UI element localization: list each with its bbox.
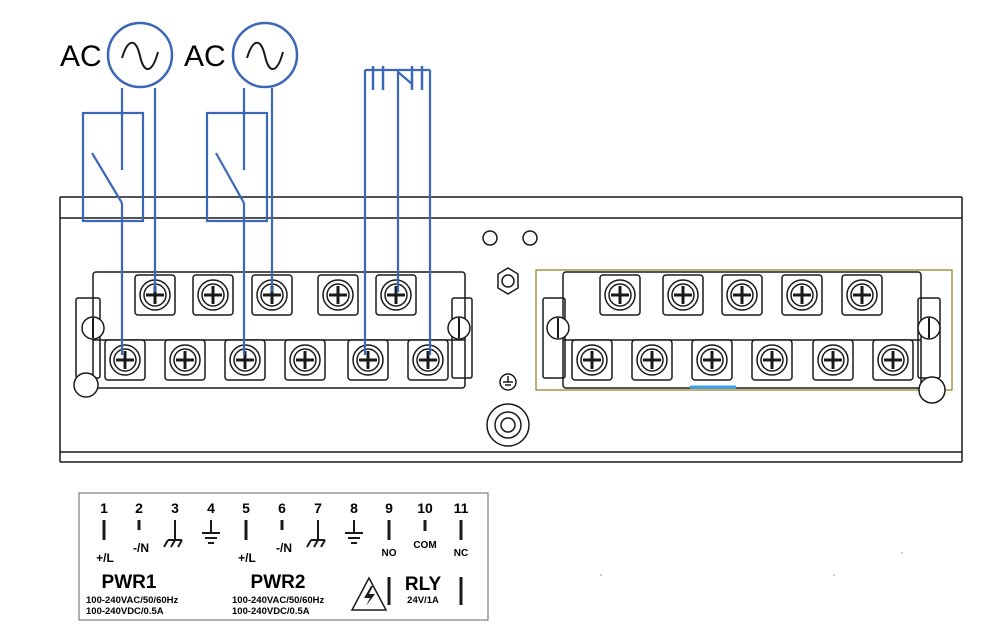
ground-stud bbox=[486, 403, 530, 447]
pin-number: 1 bbox=[100, 500, 108, 516]
ground-bolt bbox=[497, 267, 519, 295]
pin-signal-label: +/L bbox=[96, 551, 114, 565]
pwr1-spec-ac: 100-240VAC/50/60Hz bbox=[86, 595, 178, 606]
wires bbox=[81, 66, 432, 355]
selection-box bbox=[535, 269, 953, 391]
upper-terminal-screw-right-5 bbox=[841, 274, 883, 316]
lower-terminal-screw-right-1 bbox=[571, 339, 613, 381]
pin-signal-label: NC bbox=[454, 548, 468, 559]
pin-number: 3 bbox=[171, 500, 179, 516]
pwr1-title: PWR1 bbox=[102, 572, 157, 593]
ac-source-2: AC bbox=[184, 21, 299, 89]
upper-terminal-screw-right-3 bbox=[721, 274, 763, 316]
ac-source-1-label: AC bbox=[60, 40, 102, 73]
upper-terminal-screw-left-3 bbox=[251, 274, 293, 316]
pin-signal-label: COM bbox=[413, 540, 436, 551]
upper-terminal-screw-left-1 bbox=[134, 274, 176, 316]
lower-terminal-screw-left-4 bbox=[284, 339, 326, 381]
protective-ground-icon bbox=[202, 520, 220, 544]
pin-number: 5 bbox=[242, 500, 250, 516]
lower-terminal-screw-right-6 bbox=[872, 339, 914, 381]
lower-terminal-screw-right-3 bbox=[691, 339, 733, 381]
pin-signal-label: +/L bbox=[238, 551, 256, 565]
pin-signal-label: -/N bbox=[133, 541, 149, 555]
pwr2-spec-dc: 100-240VDC/0.5A bbox=[232, 606, 310, 617]
pin-number: 4 bbox=[207, 500, 215, 516]
upper-terminal-screw-left-5 bbox=[375, 274, 417, 316]
pwr2-title: PWR2 bbox=[251, 572, 306, 593]
ac-source-2-label: AC bbox=[184, 40, 226, 73]
lower-terminal-screw-right-5 bbox=[812, 339, 854, 381]
ground-symbol-icon bbox=[499, 373, 517, 391]
lower-terminal-screw-right-4 bbox=[751, 339, 793, 381]
lower-terminal-screw-left-3 bbox=[224, 339, 266, 381]
stray-marks bbox=[600, 552, 903, 576]
protective-ground-icon bbox=[345, 520, 363, 544]
frame-ground-icon bbox=[306, 520, 326, 548]
device-chassis bbox=[59, 196, 963, 463]
ac-source-1: AC bbox=[60, 21, 174, 89]
pin-signal-label: NO bbox=[382, 548, 397, 559]
lower-terminal-screw-right-2 bbox=[631, 339, 673, 381]
upper-terminal-screw-right-1 bbox=[599, 274, 641, 316]
terminal-screws bbox=[104, 274, 914, 381]
pwr2-spec-ac: 100-240VAC/50/60Hz bbox=[232, 595, 324, 606]
pin-number: 6 bbox=[278, 500, 286, 516]
pin-signal-label: -/N bbox=[276, 541, 292, 555]
pin-number: 8 bbox=[350, 500, 358, 516]
pin-number: 11 bbox=[454, 500, 469, 516]
status-leds bbox=[482, 230, 538, 246]
pin-number: 7 bbox=[314, 500, 322, 516]
upper-terminal-screw-left-4 bbox=[317, 274, 359, 316]
upper-terminal-screw-right-2 bbox=[662, 274, 704, 316]
rly-rating: 24V/1A bbox=[407, 595, 439, 606]
high-voltage-warning-icon bbox=[350, 576, 388, 611]
rly-title: RLY bbox=[405, 574, 442, 595]
upper-terminal-screw-right-4 bbox=[781, 274, 823, 316]
lower-terminal-screw-left-2 bbox=[164, 339, 206, 381]
frame-ground-icon bbox=[163, 520, 183, 548]
upper-terminal-screw-left-2 bbox=[192, 274, 234, 316]
lower-terminal-screw-left-1 bbox=[104, 339, 146, 381]
lower-terminal-screw-left-5 bbox=[347, 339, 389, 381]
pin-number: 9 bbox=[385, 500, 393, 516]
pwr1-spec-dc: 100-240VDC/0.5A bbox=[86, 606, 164, 617]
pin-number: 10 bbox=[417, 500, 433, 516]
pin-number: 2 bbox=[135, 500, 143, 516]
lower-terminal-screw-left-6 bbox=[407, 339, 449, 381]
